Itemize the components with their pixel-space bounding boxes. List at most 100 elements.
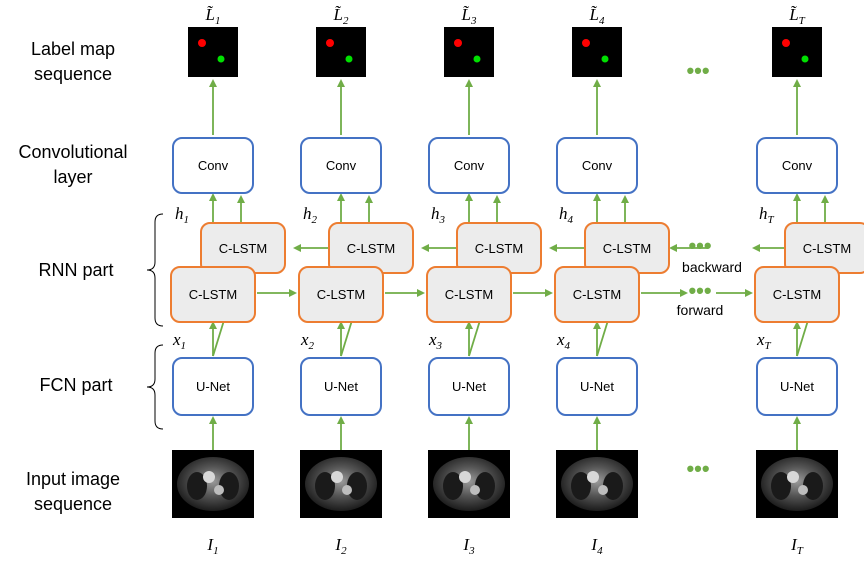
forward-clstm-label: C-LSTM	[773, 287, 821, 302]
conv-box	[556, 137, 638, 194]
backward-clstm-label: C-LSTM	[803, 241, 851, 256]
left-lung	[315, 472, 335, 500]
red-landmark-dot	[198, 39, 206, 47]
feature-symbol: x2	[300, 330, 315, 352]
forward-clstm-box	[298, 266, 384, 323]
feature-symbol: x4	[556, 330, 571, 352]
forward-clstm-label: C-LSTM	[189, 287, 237, 302]
red-landmark-dot	[782, 39, 790, 47]
forward-clstm-label: C-LSTM	[445, 287, 493, 302]
hidden-state-symbol: h2	[303, 204, 318, 226]
green-landmark-dot	[601, 55, 609, 63]
hidden-state-symbol: h4	[559, 204, 574, 226]
image-symbol: IT	[790, 535, 804, 557]
conv-label: Conv	[198, 158, 229, 173]
aorta	[203, 471, 215, 483]
label-map-image	[772, 27, 822, 77]
backward-clstm-label: C-LSTM	[347, 241, 395, 256]
backward-clstm-label: C-LSTM	[603, 241, 651, 256]
forward-clstm-box	[170, 266, 256, 323]
forward-ellipsis: •••	[688, 278, 711, 303]
unet-box	[428, 357, 510, 416]
fcn-brace	[146, 344, 164, 430]
left-lung	[443, 472, 463, 500]
rnn-brace	[146, 213, 164, 327]
red-landmark-dot	[326, 39, 334, 47]
row-label-conv-line1: Convolutional	[18, 142, 127, 162]
backward-clstm-label: C-LSTM	[475, 241, 523, 256]
heart-chamber	[798, 485, 808, 495]
conv-label: Conv	[782, 158, 813, 173]
label-map-symbol: L̃3	[461, 5, 477, 27]
red-landmark-dot	[582, 39, 590, 47]
label-map-symbol: L̃T	[788, 5, 805, 27]
left-lung	[187, 472, 207, 500]
aorta	[331, 471, 343, 483]
image-symbol: I2	[334, 535, 347, 557]
unet-label: U-Net	[780, 379, 814, 394]
row-label-conv-line2: layer	[53, 167, 92, 187]
forward-clstm-box	[426, 266, 512, 323]
forward-clstm-box	[554, 266, 640, 323]
right-lung	[347, 472, 367, 500]
feature-symbol: x3	[428, 330, 443, 352]
conv-label: Conv	[582, 158, 613, 173]
label-map-symbol: L̃2	[333, 5, 349, 27]
hidden-state-symbol: h3	[431, 204, 446, 226]
conv-label: Conv	[454, 158, 485, 173]
unet-label: U-Net	[580, 379, 614, 394]
label-map-image	[188, 27, 238, 77]
unet-box	[172, 357, 254, 416]
image-symbol: I3	[462, 535, 475, 557]
right-lung	[603, 472, 623, 500]
left-lung	[571, 472, 591, 500]
left-lung	[771, 472, 791, 500]
image-symbol: I1	[206, 535, 218, 557]
conv-box	[756, 137, 838, 194]
right-lung	[219, 472, 239, 500]
right-lung	[475, 472, 495, 500]
hidden-state-symbol: hT	[759, 204, 775, 226]
label-map-symbol: L̃4	[589, 5, 605, 27]
row-label-input-line2: sequence	[34, 494, 112, 514]
forward-clstm-box	[754, 266, 840, 323]
feature-symbol: x1	[172, 330, 186, 352]
forward-clstm-label: C-LSTM	[317, 287, 365, 302]
row-label-fcn: FCN part	[39, 375, 112, 395]
hidden-state-symbol: h1	[175, 204, 189, 226]
green-landmark-dot	[801, 55, 809, 63]
aorta	[459, 471, 471, 483]
label-map-ellipsis: •••	[686, 58, 709, 83]
heart-chamber	[470, 485, 480, 495]
feature-symbol: xT	[756, 330, 772, 352]
aorta	[587, 471, 599, 483]
forward-label: forward	[677, 302, 724, 318]
unet-box	[556, 357, 638, 416]
unet-label: U-Net	[324, 379, 358, 394]
label-map-image	[316, 27, 366, 77]
unet-box	[756, 357, 838, 416]
forward-clstm-label: C-LSTM	[573, 287, 621, 302]
row-label-label-map-line2: sequence	[34, 64, 112, 84]
backward-ellipsis: •••	[688, 233, 711, 258]
row-label-label-map-line1: Label map	[31, 39, 115, 59]
conv-box	[300, 137, 382, 194]
heart-chamber	[598, 485, 608, 495]
label-map-image	[572, 27, 622, 77]
right-lung	[803, 472, 823, 500]
heart-chamber	[214, 485, 224, 495]
label-map-symbol: L̃1	[205, 5, 221, 27]
conv-box	[172, 137, 254, 194]
green-landmark-dot	[217, 55, 225, 63]
conv-box	[428, 137, 510, 194]
unet-box	[300, 357, 382, 416]
unet-label: U-Net	[196, 379, 230, 394]
image-symbol: I4	[590, 535, 603, 557]
input-image-ellipsis: •••	[686, 456, 709, 481]
row-label-input-line1: Input image	[26, 469, 120, 489]
green-landmark-dot	[473, 55, 481, 63]
conv-label: Conv	[326, 158, 357, 173]
aorta	[787, 471, 799, 483]
